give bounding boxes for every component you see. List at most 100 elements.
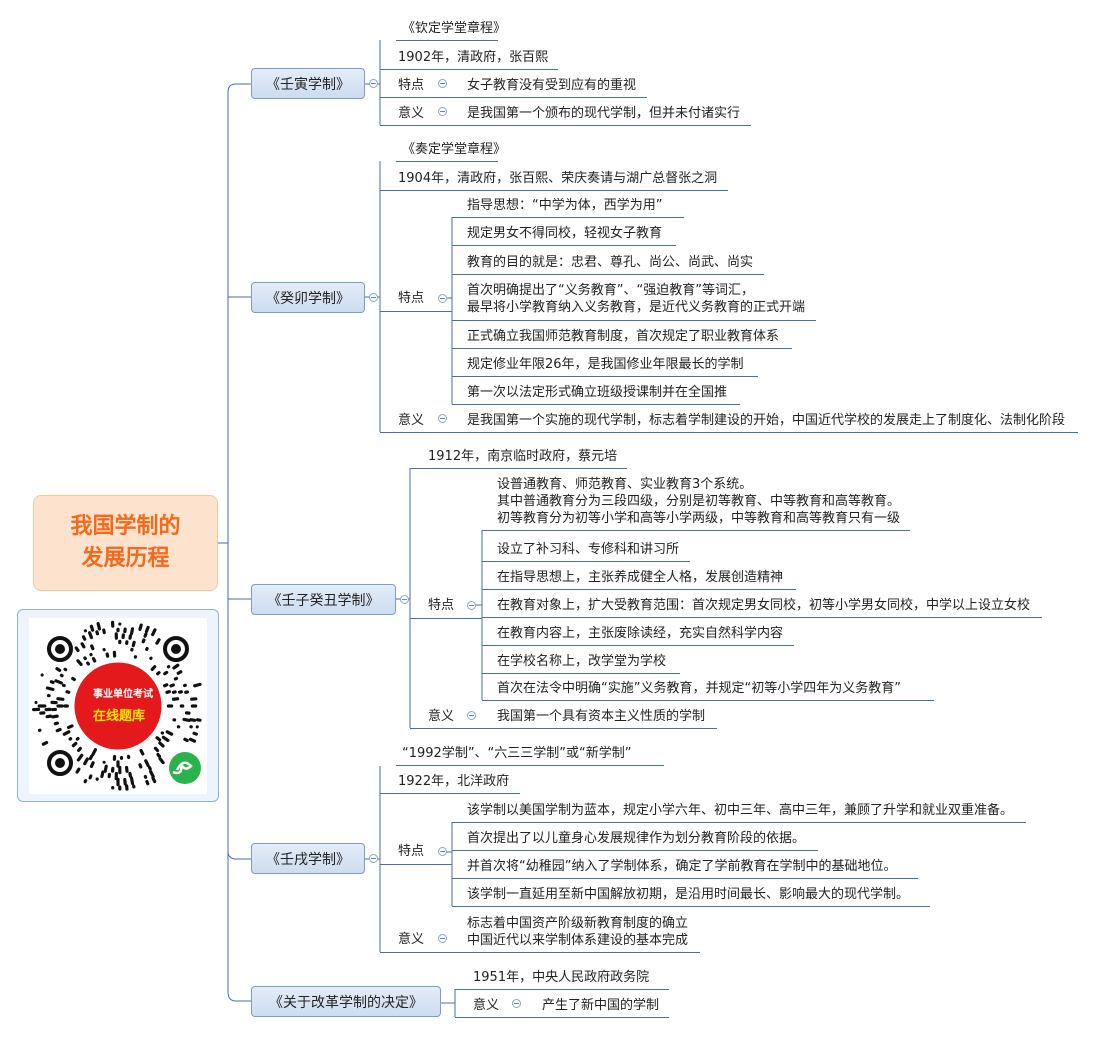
qr-code: 事业单位考试 在线题库 (29, 618, 207, 794)
qr-dot (172, 663, 180, 670)
qr-dot (39, 711, 46, 715)
qr-dot (166, 704, 174, 708)
underline (452, 850, 818, 851)
qr-dot (83, 656, 87, 661)
qr-dot (96, 621, 102, 631)
qr-dot (44, 707, 52, 712)
qr-dot (116, 627, 120, 633)
underline (482, 700, 934, 701)
qr-dot (158, 741, 165, 748)
collapse-icon[interactable] (512, 999, 521, 1008)
b5-meaning-label: 意义 (473, 998, 500, 1013)
qr-dot (90, 644, 95, 651)
b1-meaning: 是我国第一个颁布的现代学制，但并未付诸实行 (467, 106, 741, 121)
b4-trait-3: 并首次将“幼稚园”纳入了学制体系，确定了学前教育在学制中的基础地位。 (467, 859, 897, 874)
collapse-icon[interactable] (467, 711, 476, 720)
qr-dot (116, 777, 120, 787)
underline (452, 348, 792, 349)
b4-trait-1: 该学制以美国学制为蓝本，规定小学六年、初中三年、高中三年，兼顾了升学和就业双重准… (467, 803, 1014, 818)
qr-dot (65, 690, 71, 694)
qr-dot (119, 756, 124, 760)
qr-dot (169, 683, 175, 688)
qr-dot (55, 667, 62, 672)
central-topic-line-1: 我国学制的 (70, 514, 181, 539)
qr-dot (32, 707, 41, 712)
qr-dot (76, 659, 83, 666)
qr-dot (50, 700, 58, 705)
collapse-icon[interactable] (438, 294, 447, 303)
qr-dot (166, 664, 171, 669)
qr-dot (118, 765, 122, 775)
branch-renzi-guichou[interactable]: 《壬子癸丑学制》 (251, 584, 396, 615)
branch-guimao[interactable]: 《癸卯学制》 (251, 282, 365, 313)
qr-dot (95, 630, 100, 636)
b4-trait-2: 首次提出了以儿童身心发展规律作为划分教育阶段的依据。 (467, 831, 806, 846)
collapse-icon[interactable] (400, 595, 409, 604)
qr-dot (128, 634, 133, 640)
qr-dot (151, 628, 157, 637)
b5-meaning: 产生了新中国的学制 (542, 998, 660, 1013)
b3-trait-4: 在教育对象上，扩大受教育范围：首次规定男女同校，初等小学男女同校，中学以上设立女… (497, 598, 1031, 613)
qr-dot (83, 629, 87, 633)
collapse-icon[interactable] (467, 601, 476, 610)
b3-trait-3: 在指导思想上，主张养成健全人格，发展创造精神 (497, 570, 784, 585)
qr-dot (183, 737, 189, 743)
underline (380, 432, 1078, 433)
b3-meaning: 我国第一个具有资本主义性质的学制 (497, 709, 706, 724)
underline (396, 765, 664, 766)
qr-dot (145, 646, 149, 651)
underline (410, 468, 627, 469)
b2-trait-4-line-2: 最早将小学教育纳入义务教育，是近代义务教育的正式开端 (467, 300, 806, 315)
underline (396, 161, 498, 162)
b2-trait-4-line-1: 首次明确提出了“义务教育”、“强迫教育”等词汇， (467, 283, 754, 298)
b2-trait-5: 正式确立我国师范教育制度，首次规定了职业教育体系 (467, 329, 780, 344)
underline (380, 952, 700, 953)
collapse-icon[interactable] (438, 414, 447, 423)
collapse-icon[interactable] (438, 107, 447, 116)
qr-dot (45, 714, 53, 719)
qr-dot (45, 686, 55, 691)
qr-dot (128, 771, 133, 778)
underline (452, 245, 676, 246)
qr-dot (165, 690, 171, 694)
b2-meaning: 是我国第一个实施的现代学制，标志着学制建设的开始，中国近代学校的发展走上了制度化… (467, 413, 1066, 428)
underline (482, 673, 680, 674)
underline (452, 906, 930, 907)
qr-dot (195, 725, 199, 729)
qr-dot (138, 623, 143, 631)
qr-dot (74, 646, 80, 653)
qr-dot (63, 667, 68, 672)
qr-dot (91, 657, 97, 663)
collapse-icon[interactable] (369, 79, 378, 88)
branch-renyin[interactable]: 《壬寅学制》 (251, 68, 365, 99)
qr-dot (62, 730, 71, 736)
qr-dot (158, 757, 165, 765)
qr-dot (124, 765, 129, 773)
central-topic[interactable]: 我国学制的 发展历程 (33, 495, 218, 591)
qr-dot (172, 718, 177, 722)
b2-origin: 1904年，清政府，张百熙、荣庆奏请与湖广总督张之洞 (398, 171, 718, 186)
collapse-icon[interactable] (369, 293, 378, 302)
underline (482, 645, 794, 646)
qr-dot (171, 697, 180, 701)
qr-badge-line-2: 在线题库 (93, 709, 146, 724)
qr-dot (153, 746, 160, 753)
collapse-icon[interactable] (438, 79, 447, 88)
branch-renxu[interactable]: 《壬戌学制》 (251, 843, 365, 874)
qr-dot (49, 680, 55, 685)
qr-dot (182, 717, 191, 723)
b4-meaning-label: 意义 (398, 932, 425, 947)
qr-dot (112, 755, 117, 761)
collapse-icon[interactable] (438, 934, 447, 943)
collapse-icon[interactable] (438, 847, 447, 856)
collapse-icon[interactable] (369, 854, 378, 863)
qr-dot (111, 786, 115, 790)
b1-origin: 1902年，清政府，张百熙 (398, 50, 549, 65)
branch-reform-decision[interactable]: 《关于改革学制的决定》 (251, 986, 441, 1017)
qr-dot (161, 735, 170, 742)
qr-dot (110, 620, 115, 628)
qr-dot (188, 737, 197, 743)
qr-dot (56, 697, 65, 701)
qr-dot (129, 776, 135, 786)
qr-dot (147, 765, 152, 771)
